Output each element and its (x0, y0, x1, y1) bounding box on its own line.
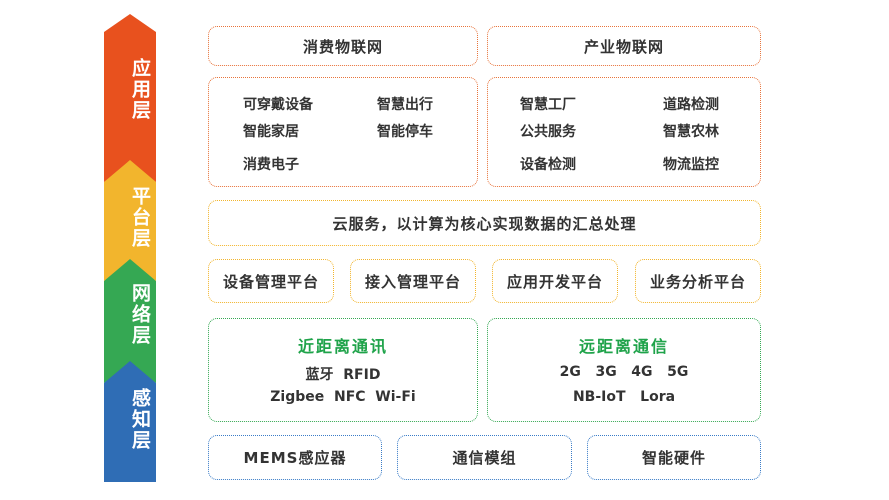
industry-item: 公共服务 (520, 124, 576, 140)
network-arrow-segment (104, 253, 156, 383)
long-range-line: 2G 3G 4G 5G (559, 364, 689, 380)
perception-box: 智能硬件 (587, 435, 761, 480)
perception-label: MEMS感应器 (243, 449, 347, 467)
industry-item: 物流监控 (663, 157, 719, 173)
platform-box: 接入管理平台 (350, 259, 476, 303)
consumer-iot-title: 消费物联网 (302, 37, 383, 56)
perception-box: 通信模组 (397, 435, 572, 480)
application-layer-label: 应用层 (129, 58, 151, 121)
cloud-service-text: 云服务，以计算为核心实现数据的汇总处理 (332, 214, 637, 233)
industry-iot-title: 产业物联网 (583, 37, 664, 56)
perception-layer-label: 感知层 (129, 388, 151, 451)
industry-iot-title-box: 产业物联网 (487, 26, 761, 66)
consumer-item: 智能家居 (243, 124, 299, 140)
industry-iot-items-box: 智慧工厂 道路检测 公共服务 智慧农林 设备检测 物流监控 (487, 77, 761, 187)
perception-box: MEMS感应器 (208, 435, 382, 480)
short-range-line: Zigbee NFC Wi-Fi (270, 389, 416, 405)
perception-label: 通信模组 (452, 449, 517, 467)
application-arrow-segment (104, 14, 156, 182)
short-range-title: 近距离通讯 (297, 337, 388, 356)
industry-item: 设备检测 (520, 157, 576, 173)
industry-item: 道路检测 (663, 97, 719, 113)
platform-arrow-segment (104, 154, 156, 281)
industry-item: 智慧农林 (663, 124, 719, 140)
industry-item: 智慧工厂 (520, 97, 576, 113)
consumer-iot-title-box: 消费物联网 (208, 26, 478, 66)
short-range-box: 近距离通讯 蓝牙 RFID Zigbee NFC Wi-Fi (208, 318, 478, 422)
consumer-iot-items-box: 可穿戴设备 智慧出行 智能家居 智能停车 消费电子 (208, 77, 478, 187)
platform-label: 业务分析平台 (649, 272, 746, 291)
consumer-item: 消费电子 (243, 157, 299, 173)
long-range-line: NB-IoT Lora (572, 389, 676, 405)
platform-box: 设备管理平台 (208, 259, 334, 303)
platform-layer-label: 平台层 (129, 186, 151, 249)
platform-box: 应用开发平台 (492, 259, 618, 303)
platform-label: 应用开发平台 (506, 272, 603, 291)
platform-box: 业务分析平台 (635, 259, 761, 303)
network-layer-label: 网络层 (129, 283, 151, 346)
perception-arrow-segment (104, 355, 156, 482)
long-range-box: 远距离通信 2G 3G 4G 5G NB-IoT Lora (487, 318, 761, 422)
consumer-item: 智能停车 (377, 124, 433, 140)
long-range-title: 远距离通信 (578, 337, 669, 356)
platform-label: 接入管理平台 (364, 272, 461, 291)
consumer-item: 可穿戴设备 (243, 97, 313, 113)
consumer-item: 智慧出行 (377, 97, 433, 113)
perception-label: 智能硬件 (641, 449, 706, 467)
short-range-line: 蓝牙 RFID (305, 367, 381, 383)
platform-label: 设备管理平台 (222, 272, 319, 291)
cloud-service-box: 云服务，以计算为核心实现数据的汇总处理 (208, 200, 761, 246)
